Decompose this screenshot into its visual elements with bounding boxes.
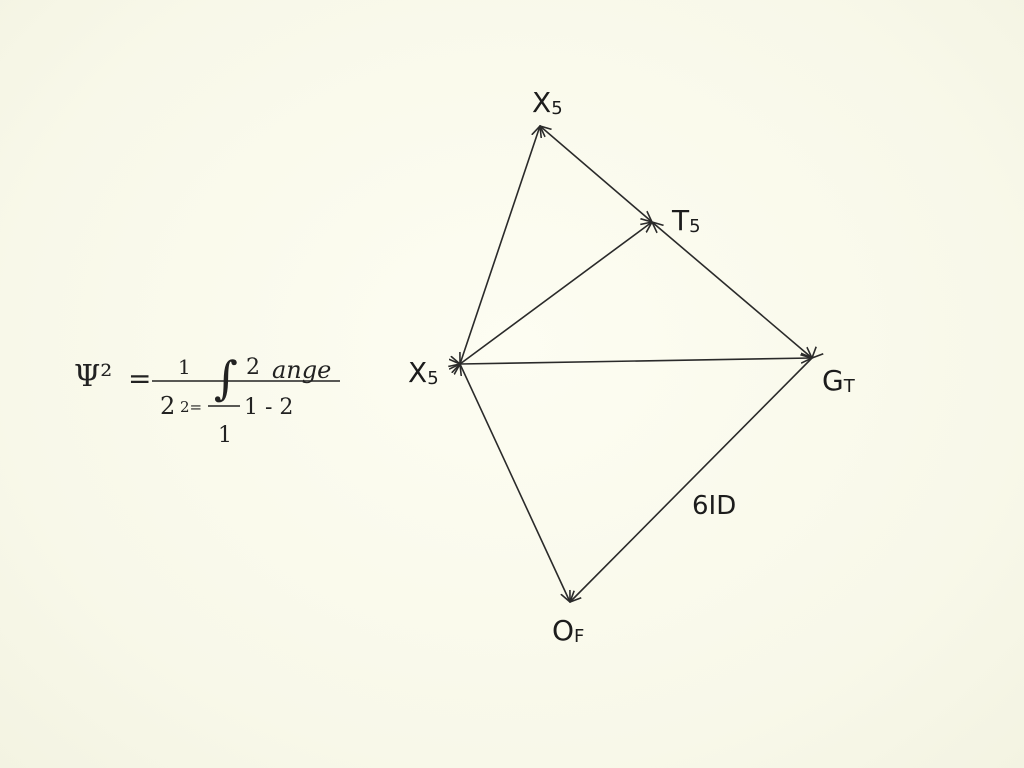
denominator-bottom: 1 — [218, 423, 232, 448]
node-label-t5: T5 — [671, 204, 701, 237]
node-label-gt: GT — [822, 364, 856, 397]
denominator-small: 2= — [180, 398, 202, 416]
formula-equals: = — [128, 362, 151, 395]
edge-x5_left-of — [460, 364, 570, 602]
integral-sign: ∫ — [214, 351, 238, 405]
formula-numerator: 1 — [178, 355, 191, 379]
denominator-left: 2 — [160, 392, 175, 420]
edge-label-6id: 6ID — [692, 491, 736, 521]
node-label-x5_left: X5 — [408, 356, 439, 389]
formula: Ψ² = 1 ∫ 2 ange 2 2= 1 - 2 1 — [74, 351, 340, 448]
formula-word: ange — [272, 356, 331, 384]
edge-gt-of — [570, 358, 812, 602]
edge-x5_left-gt — [460, 358, 812, 364]
integral-upper: 2 — [246, 355, 260, 380]
edge-t5-x5_top — [540, 126, 652, 222]
edges-group — [460, 126, 812, 602]
edge-x5_left-t5 — [460, 222, 652, 364]
denominator-right: 1 - 2 — [244, 395, 293, 420]
edge-t5-gt — [652, 222, 812, 358]
formula-lhs: Ψ² — [74, 359, 112, 394]
node-label-of: OF — [552, 614, 584, 647]
node-label-x5_top: X5 — [532, 86, 563, 119]
edge-x5_left-x5_top — [460, 126, 540, 364]
